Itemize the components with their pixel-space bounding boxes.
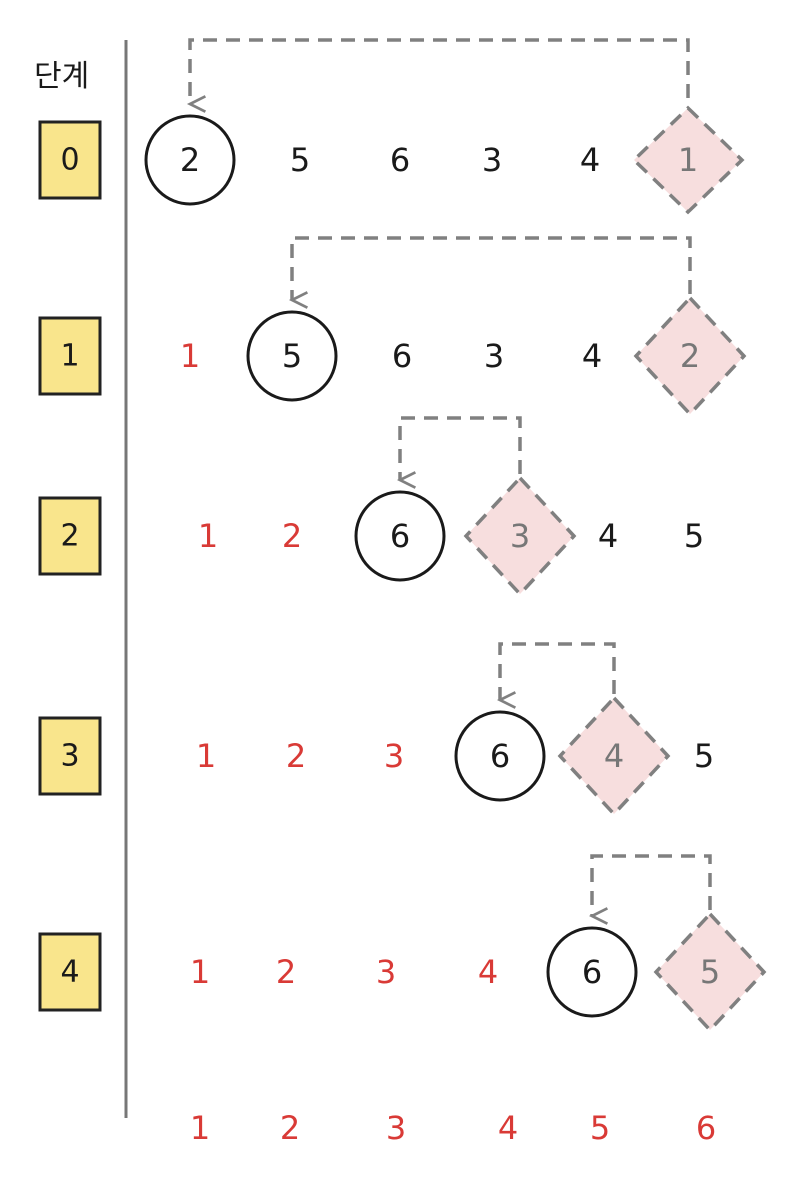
step-label: 4: [60, 955, 79, 990]
final-value: 4: [498, 1109, 518, 1147]
cell-value: 6: [490, 737, 510, 775]
cell-value: 2: [276, 953, 296, 991]
cell-value: 5: [694, 737, 714, 775]
cell-value: 2: [680, 337, 700, 375]
cell-value: 1: [198, 517, 218, 555]
cell-value: 4: [580, 141, 600, 179]
cell-value: 5: [700, 953, 720, 991]
swap-arrow: [588, 854, 712, 925]
min-candidate-diamond: [653, 911, 767, 1033]
step-label-box: [38, 716, 102, 796]
cell-value: 4: [582, 337, 602, 375]
cell-value: 6: [392, 337, 412, 375]
final-value: 6: [696, 1109, 716, 1147]
cell-value: 6: [582, 953, 602, 991]
swap-arrow: [396, 416, 522, 489]
current-position-circle: [354, 490, 446, 582]
cell-value: 5: [684, 517, 704, 555]
cell-value: 3: [510, 517, 530, 555]
step-label-box: [38, 496, 102, 576]
cell-value: 2: [286, 737, 306, 775]
cell-value: 2: [282, 517, 302, 555]
step-row: 2 1 2 6 3 4 5: [38, 416, 704, 597]
cell-value: 1: [180, 337, 200, 375]
swap-arrow: [496, 642, 616, 709]
current-position-circle: [546, 926, 638, 1018]
swap-arrow: [288, 236, 692, 309]
step-label: 0: [60, 143, 79, 178]
final-sorted-row: 1 2 3 4 5 6: [190, 1109, 716, 1147]
current-position-circle: [454, 710, 546, 802]
final-value: 3: [386, 1109, 406, 1147]
step-label: 3: [60, 739, 79, 774]
cell-value: 1: [678, 141, 698, 179]
swap-arrow: [186, 38, 690, 113]
step-label-box: [38, 932, 102, 1012]
min-candidate-diamond: [633, 295, 747, 417]
step-row: 0 2 5 6 3 4 1: [38, 38, 745, 215]
final-value: 1: [190, 1109, 210, 1147]
cell-value: 6: [390, 517, 410, 555]
cell-value: 1: [190, 953, 210, 991]
title: 단계: [34, 59, 89, 94]
step-label-box: [38, 316, 102, 396]
cell-value: 1: [196, 737, 216, 775]
min-candidate-diamond: [631, 105, 745, 215]
cell-value: 3: [484, 337, 504, 375]
min-candidate-diamond: [463, 475, 577, 597]
current-position-circle: [246, 310, 338, 402]
cell-value: 5: [290, 141, 310, 179]
cell-value: 5: [282, 337, 302, 375]
cell-value: 3: [482, 141, 502, 179]
step-row: 1 1 5 6 3 4 2: [38, 236, 747, 417]
cell-value: 3: [376, 953, 396, 991]
final-value: 2: [280, 1109, 300, 1147]
cell-value: 4: [604, 737, 624, 775]
cell-value: 4: [478, 953, 498, 991]
step-label: 1: [60, 339, 79, 374]
final-value: 5: [590, 1109, 610, 1147]
cell-value: 2: [180, 141, 200, 179]
step-label-box: [38, 120, 102, 200]
current-position-circle: [144, 114, 236, 206]
cell-value: 6: [390, 141, 410, 179]
cell-value: 4: [598, 517, 618, 555]
step-row: 3 1 2 3 6 4 5: [38, 642, 714, 817]
step-row: 4 1 2 3 4 6 5: [38, 854, 767, 1033]
cell-value: 3: [384, 737, 404, 775]
min-candidate-diamond: [557, 695, 671, 817]
step-label: 2: [60, 519, 79, 554]
